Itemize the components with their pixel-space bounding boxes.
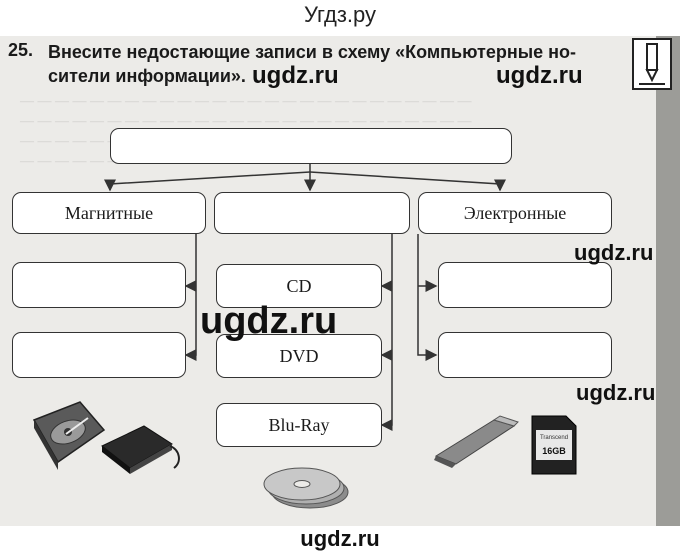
external-drive-icon — [101, 425, 180, 474]
optical-discs-icon — [263, 467, 349, 509]
root-node — [110, 128, 512, 164]
optical-item-cd: CD — [216, 264, 382, 308]
electronic-item-1 — [438, 262, 612, 308]
task-number: 25. — [8, 40, 34, 60]
category-electronic: Электронные — [418, 192, 612, 234]
sd-card-capacity: 16GB — [542, 446, 566, 456]
page-side-strip — [656, 36, 680, 526]
watermark: ugdz.ru — [496, 62, 583, 89]
sd-card-icon: Transcend 16GB — [531, 415, 577, 475]
optical-item-bluray: Blu-Ray — [216, 403, 382, 447]
watermark: ugdz.ru — [574, 240, 654, 265]
magnetic-item-2 — [12, 332, 186, 378]
task-text: Внесите недостающие записи в схему «Комп… — [48, 42, 576, 86]
magnetic-item-1 — [12, 262, 186, 308]
optical-item-dvd: DVD — [216, 334, 382, 378]
pencil-task-icon — [632, 38, 672, 90]
category-optical — [214, 192, 410, 234]
electronic-item-2 — [438, 332, 612, 378]
site-title: Угдз.ру — [303, 2, 377, 27]
footer-watermark: ugdz.ru — [300, 526, 380, 551]
watermark: ugdz.ru — [576, 380, 656, 405]
usb-flash-icon — [434, 415, 519, 468]
category-magnetic: Магнитные — [12, 192, 206, 234]
watermark: ugdz.ru — [252, 62, 339, 89]
hard-drive-icon — [32, 401, 106, 470]
watermark: ugdz.ru — [200, 300, 338, 342]
sd-card-brand: Transcend — [540, 435, 568, 441]
